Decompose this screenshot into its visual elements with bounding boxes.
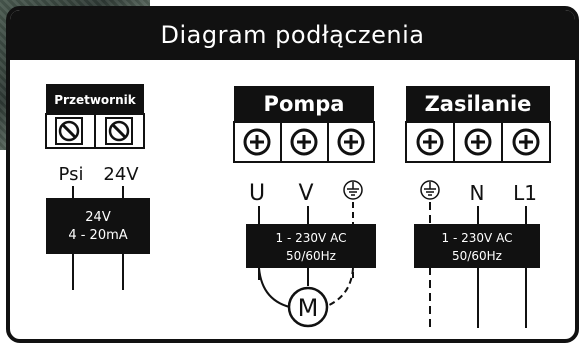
pump-terminal-v: V: [298, 181, 313, 206]
title-bar: Diagram podłączenia: [10, 10, 575, 60]
supply-spec-box: [414, 224, 540, 268]
pump-spec-box: [246, 224, 376, 268]
phillips-screw-icon: [290, 128, 318, 156]
pump-spec-line1: 1 - 230V AC: [276, 231, 347, 245]
diagram-title: Diagram podłączenia: [160, 21, 425, 49]
converter-terminal-psi: Psi: [59, 164, 84, 185]
motor-label: M: [298, 294, 319, 322]
wiring-diagram: Przetwornik Psi 24V: [45, 84, 551, 328]
slotted-screw-icon: [55, 117, 83, 145]
phillips-screw-icon: [512, 128, 540, 156]
phillips-screw-icon: [243, 128, 271, 156]
converter-block: Przetwornik Psi 24V: [45, 84, 150, 290]
slotted-screw-icon: [105, 117, 133, 145]
supply-spec-line1: 1 - 230V AC: [442, 231, 513, 245]
converter-spec-line1: 24V: [85, 210, 111, 225]
motor-icon: M: [287, 286, 329, 328]
converter-header: Przetwornik: [54, 93, 136, 107]
supply-terminal-n: N: [470, 181, 485, 205]
ground-icon: [343, 180, 363, 200]
phillips-screw-icon: [416, 128, 444, 156]
supply-block: Zasilanie: [405, 86, 551, 328]
converter-spec-box: [46, 198, 150, 254]
pump-header-bg: [234, 86, 374, 122]
diagram-panel: Diagram podłączenia Przetwornik: [6, 6, 579, 343]
phillips-screw-icon: [337, 128, 365, 156]
converter-header-bg: [46, 84, 144, 114]
converter-spec-line2: 4 - 20mA: [68, 228, 127, 243]
converter-terminal-24v: 24V: [103, 164, 139, 185]
ground-icon: [420, 180, 440, 200]
supply-header-bg: [406, 86, 550, 122]
supply-spec-line2: 50/60Hz: [452, 249, 502, 263]
pump-block: Pompa U: [233, 86, 376, 328]
pump-terminal-u: U: [249, 181, 265, 206]
supply-terminal-l1: L1: [513, 181, 537, 205]
supply-header: Zasilanie: [425, 92, 532, 116]
pump-spec-line2: 50/60Hz: [286, 249, 336, 263]
pump-header: Pompa: [264, 92, 345, 116]
phillips-screw-icon: [464, 128, 492, 156]
